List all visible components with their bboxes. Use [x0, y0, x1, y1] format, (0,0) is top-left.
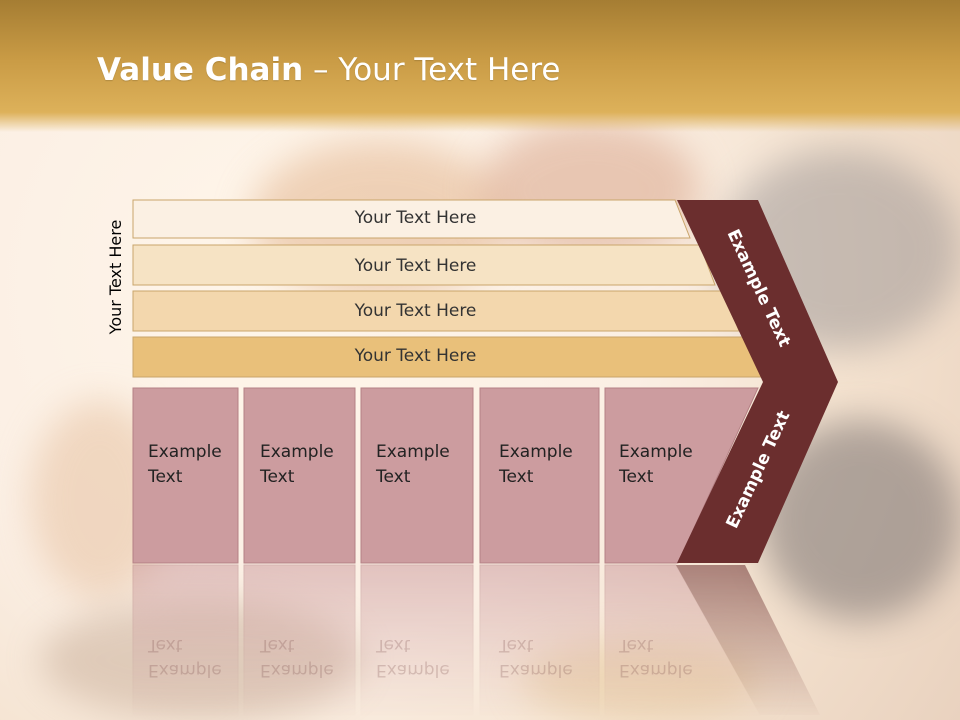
row-4-label: Your Text Here	[354, 346, 477, 366]
box-2-label: Example Text	[260, 442, 334, 487]
box-3-reflection: Example Text	[376, 635, 450, 680]
box-5-reflection: Example Text	[619, 635, 693, 680]
box-1-label: Example Text	[148, 442, 222, 487]
row-2-label: Your Text Here	[354, 256, 477, 276]
row-1-bar	[132, 199, 691, 239]
title-bold-text: Value Chain	[97, 52, 304, 88]
box-2	[243, 387, 356, 564]
box-4-reflection: Example Text	[499, 635, 573, 680]
box-1	[132, 387, 239, 564]
chevron-arrow	[677, 200, 838, 563]
box-2-reflection: Example Text	[260, 635, 334, 680]
reflection-group	[132, 564, 820, 716]
box-5-label: Example Text	[619, 442, 693, 487]
box-1-reflection: Example Text	[148, 635, 222, 680]
row-1-label: Your Text Here	[354, 208, 477, 228]
box-3-label: Example Text	[376, 442, 450, 487]
title-rest-text: – Your Text Here	[303, 52, 561, 88]
box-4	[479, 387, 600, 564]
header-band	[0, 0, 960, 132]
slide-title: Value Chain – Your Text Here	[97, 52, 560, 88]
row-3-label: Your Text Here	[354, 301, 477, 321]
row-2-bar	[132, 244, 716, 286]
box-3	[360, 387, 474, 564]
box-4-label: Example Text	[499, 442, 573, 487]
